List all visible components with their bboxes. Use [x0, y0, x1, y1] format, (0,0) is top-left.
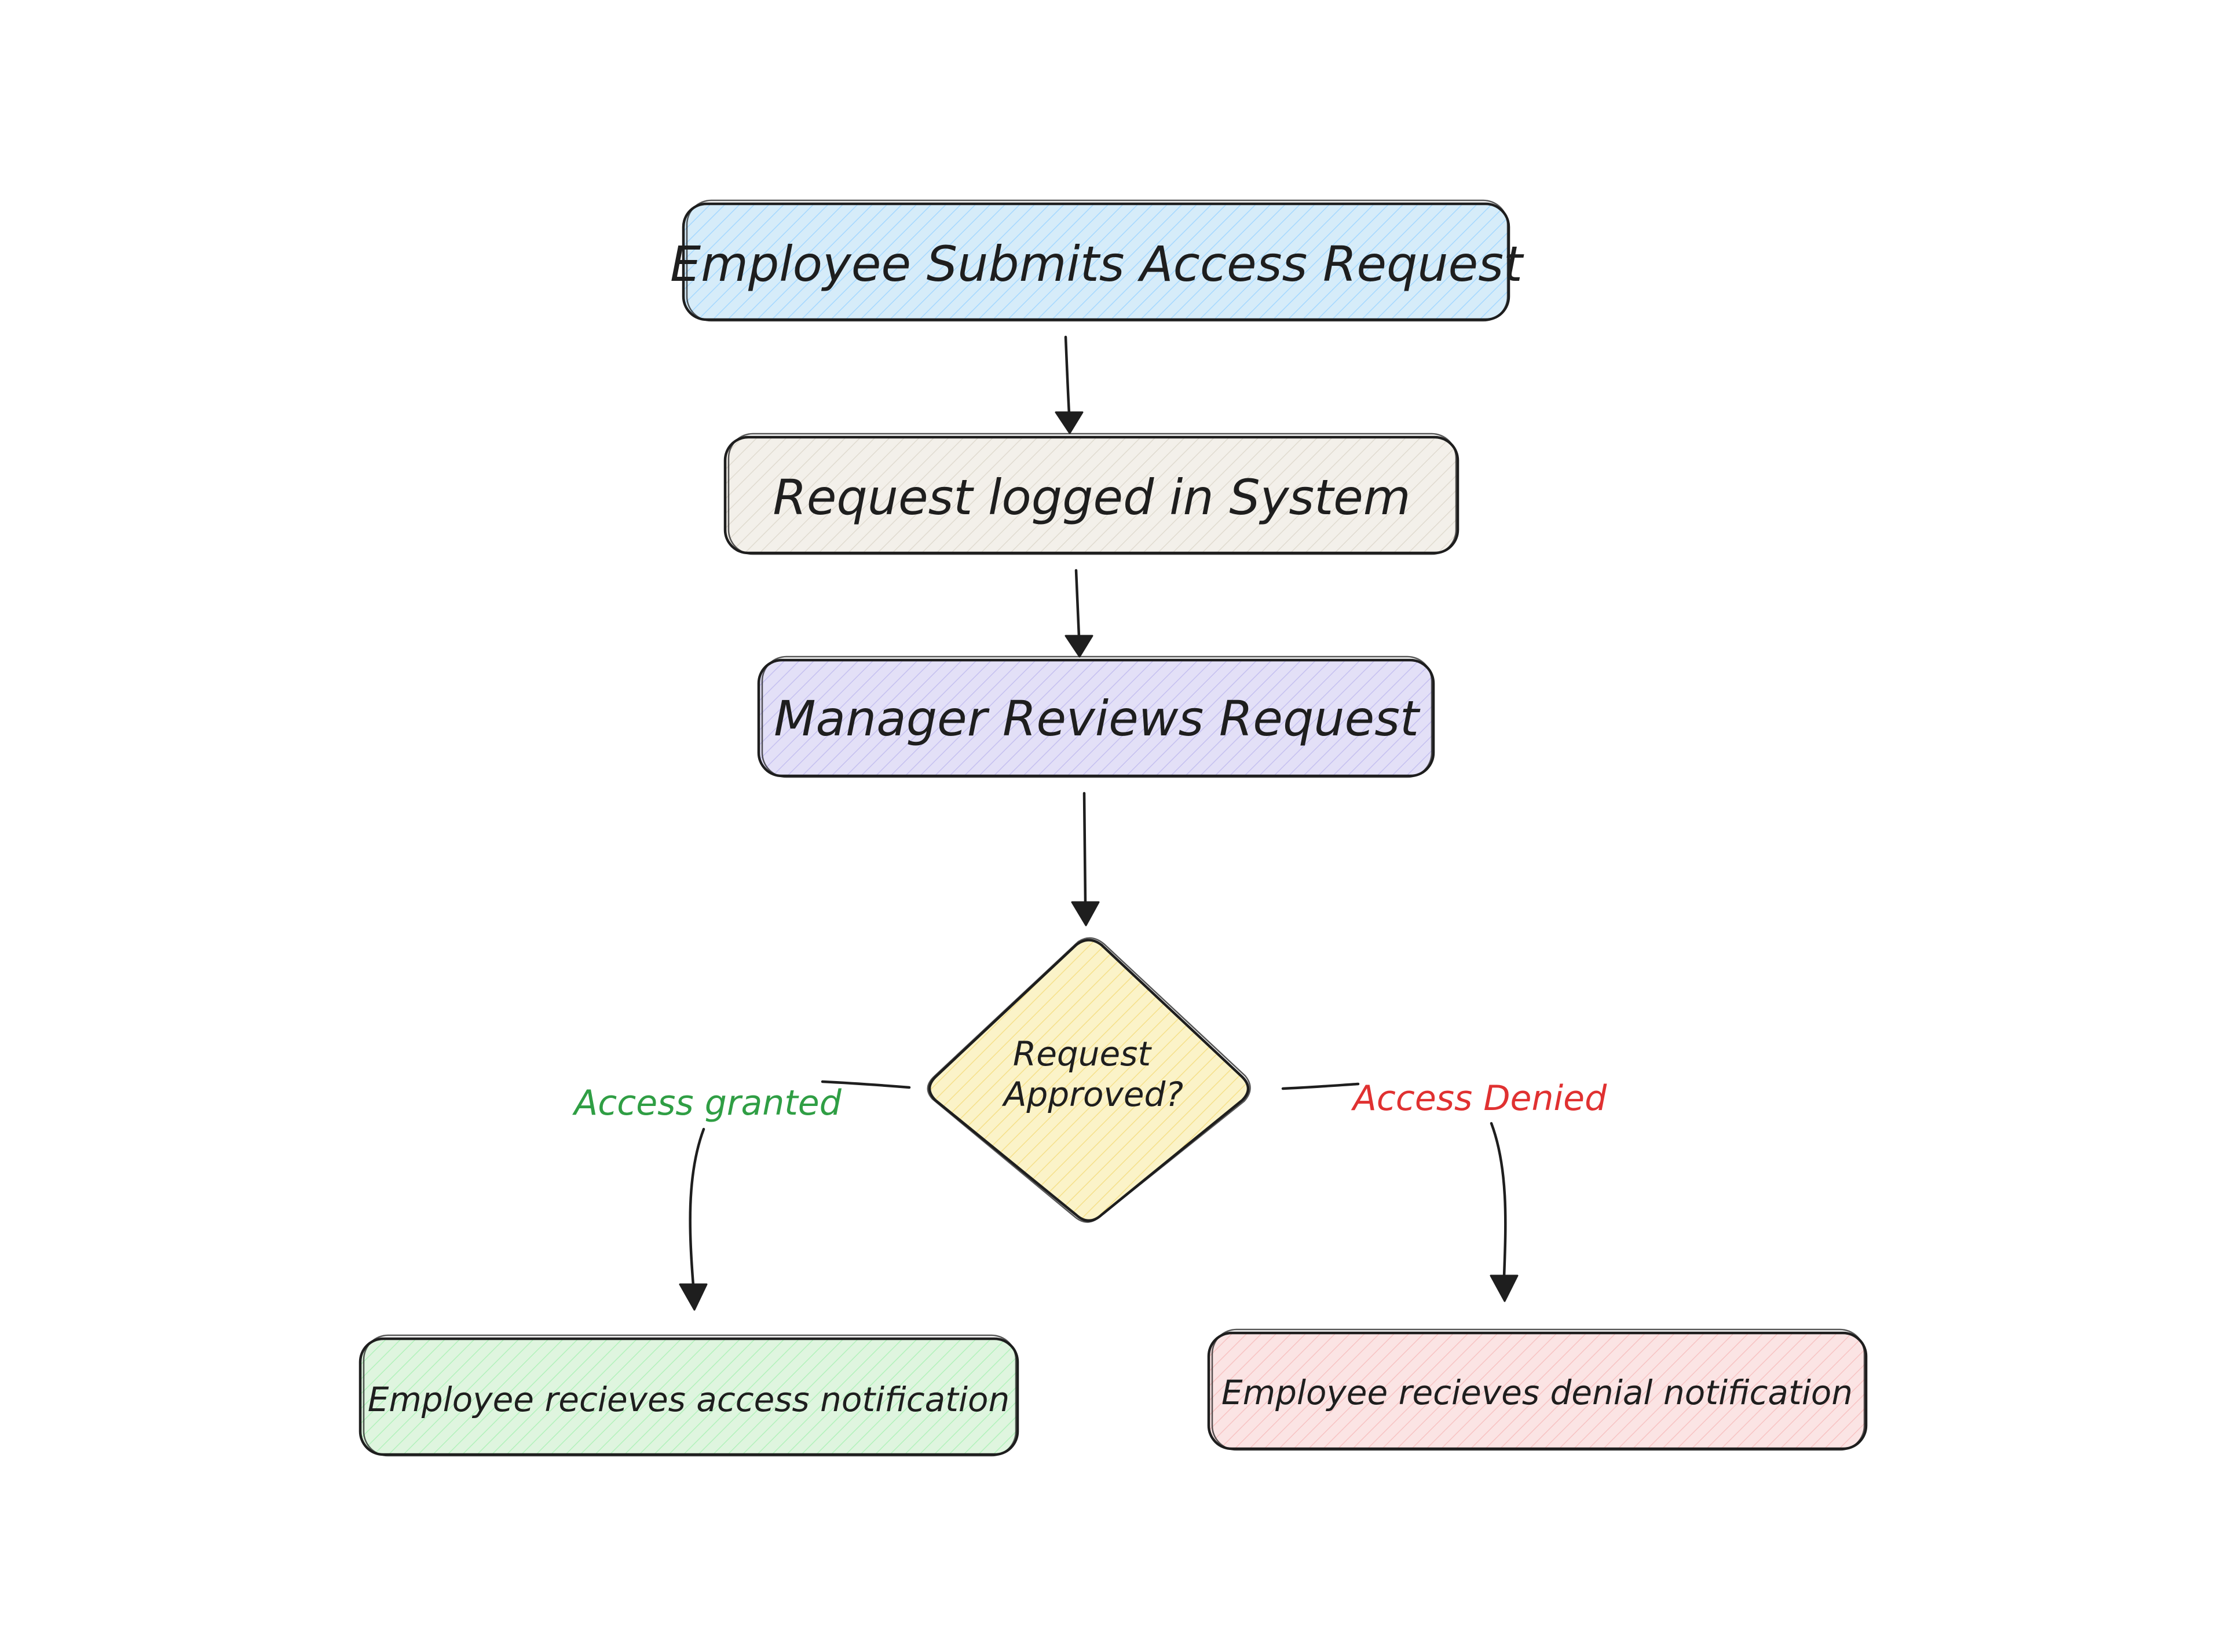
node-submit-request[interactable]: Employee Submits Access Request: [670, 199, 1524, 322]
node-decision-approved[interactable]: Request Approved?: [927, 937, 1251, 1223]
node-denial-notification[interactable]: Employee recieves denial notification: [1207, 1328, 1868, 1451]
node-request-logged[interactable]: Request logged in System: [723, 433, 1460, 555]
connector-submit-to-logged: [1055, 335, 1084, 434]
node-submit-request-label: Employee Submits Access Request: [670, 236, 1524, 292]
edge-label-access-denied: Access Denied: [1351, 1078, 1607, 1119]
node-request-logged-label: Request logged in System: [773, 469, 1410, 526]
node-denial-notification-label: Employee recieves denial notification: [1221, 1373, 1853, 1412]
connector-logged-to-review: [1065, 569, 1093, 658]
node-access-notification-label: Employee recieves access notification: [368, 1380, 1010, 1419]
node-manager-review[interactable]: Manager Reviews Request: [757, 655, 1435, 778]
edge-label-access-granted: Access granted: [572, 1083, 842, 1123]
node-access-notification[interactable]: Employee recieves access notification: [359, 1334, 1019, 1457]
node-decision-label-line1: Request: [1013, 1034, 1152, 1074]
connector-decision-to-denied: [1281, 1082, 1519, 1302]
node-decision-label-line2: Approved?: [1001, 1075, 1183, 1114]
node-manager-review-label: Manager Reviews Request: [774, 690, 1421, 747]
connector-decision-to-granted: [679, 1080, 911, 1311]
connector-review-to-decision: [1071, 792, 1100, 926]
